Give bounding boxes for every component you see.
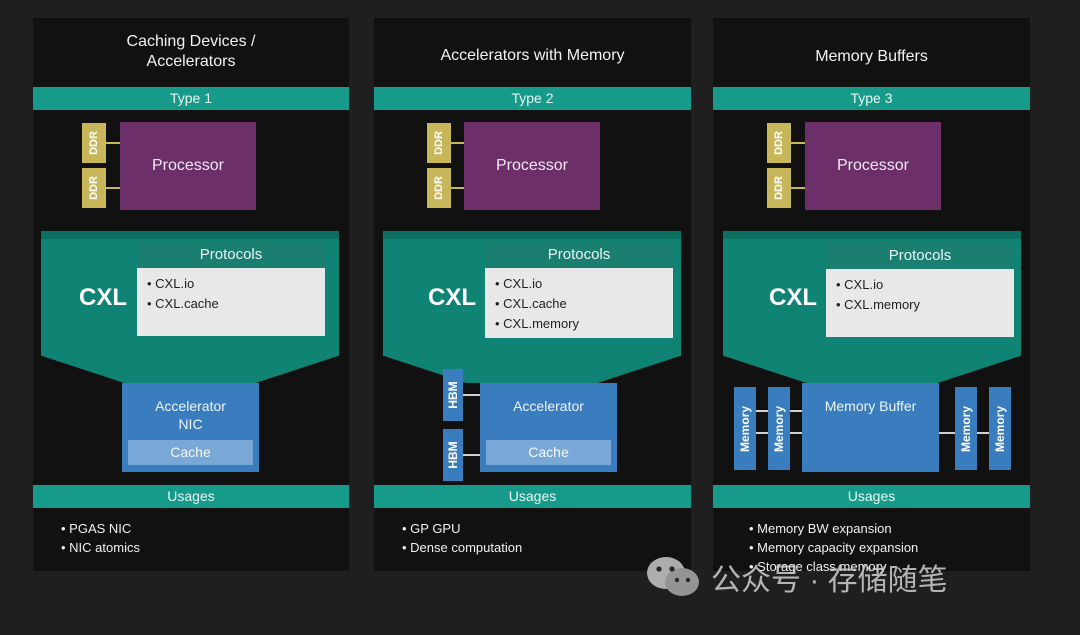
memory-module: Memory [989,387,1011,470]
cxl-label: CXL [79,284,127,311]
device-name: Accelerator [513,398,584,414]
type3-label: Type 3 [713,87,1030,110]
type3-panel: Memory Buffers Type 3 DDR DDR Processor … [713,18,1030,574]
type2-title: Accelerators with Memory [440,47,625,64]
protocol-item: • CXL.cache [495,296,567,311]
ddr-label: DDR [433,176,445,200]
type3-title: Memory Buffers [815,48,928,65]
cxl-label: CXL [428,284,476,311]
memory-connector [756,432,768,434]
processor-block: Processor [805,122,941,210]
usages-list: • Memory BW expansion • Memory capacity … [749,519,918,576]
ddr-label: DDR [773,176,785,200]
usages-list: • GP GPU • Dense computation [402,519,522,557]
device-name-line2: NIC [178,416,203,432]
memory-module: Memory [955,387,977,470]
memory-label: Memory [738,405,752,452]
protocol-item: • CXL.io [147,276,195,291]
ddr-label: DDR [88,131,100,155]
protocol-item: • CXL.memory [836,297,921,312]
usage-item: • Dense computation [402,540,523,555]
ddr-label: DDR [433,131,445,155]
usage-item: • Storage class memory [749,559,887,574]
type1-panel: Caching Devices / Accelerators Type 1 DD… [33,18,349,571]
memory-connector [939,432,955,434]
hbm-label: HBM [446,381,460,409]
ddr-connector [106,142,120,144]
usage-item: • PGAS NIC [61,521,132,536]
wechat-icon [647,557,699,596]
hbm-module: HBM [443,429,463,481]
ddr-module: DDR [767,168,791,208]
ddr-module: DDR [82,168,106,208]
watermark: 公众号 · 存储随笔 [645,554,948,600]
usage-item: • Memory capacity expansion [749,540,919,555]
ddr-module: DDR [767,123,791,163]
protocols-header: Protocols [826,242,1014,269]
ddr-connector [451,142,464,144]
usages-label: Usages [713,485,1030,508]
usage-item: • GP GPU [402,521,461,536]
type1-label: Type 1 [33,87,349,110]
memory-label: Memory [993,405,1007,452]
protocols-header: Protocols [137,241,325,268]
memory-connector [977,432,989,434]
ddr-module: DDR [82,123,106,163]
hbm-module: HBM [443,369,463,421]
type1-title-line1: Caching Devices / [126,33,256,50]
memory-buffer-block: Memory Buffer [802,383,939,472]
memory-connector [756,410,768,412]
watermark-text: 公众号 · 存储随笔 [711,564,948,597]
type2-label: Type 2 [374,87,691,110]
memory-connector [790,432,802,434]
protocols-box: Protocols • CXL.io • CXL.cache • CXL.mem… [485,241,673,338]
hbm-connector [463,454,480,456]
usages-label: Usages [33,485,349,508]
protocol-item: • CXL.cache [147,296,219,311]
ddr-module: DDR [427,168,451,208]
usages-label: Usages [374,485,691,508]
processor-block: Processor [464,122,600,210]
memory-module: Memory [768,387,790,470]
processor-block: Processor [120,122,256,210]
cxl-label: CXL [769,284,817,311]
cache-block: Cache [128,440,253,465]
protocol-item: • CXL.io [495,276,543,291]
memory-module: Memory [734,387,756,470]
device-name-line1: Accelerator [155,398,226,414]
type2-panel: Accelerators with Memory Type 2 DDR DDR … [374,18,691,571]
protocols-list: • CXL.io • CXL.memory [826,269,1014,315]
ddr-connector [791,142,805,144]
device-name: Memory Buffer [824,398,917,414]
cache-block: Cache [486,440,611,465]
hbm-label: HBM [446,441,460,469]
usage-item: • Memory BW expansion [749,521,892,536]
ddr-connector [451,187,464,189]
ddr-label: DDR [88,176,100,200]
type1-title: Caching Devices / Accelerators [33,32,349,72]
type1-title-line2: Accelerators [146,53,236,70]
ddr-connector [791,187,805,189]
ddr-module: DDR [427,123,451,163]
usage-item: • NIC atomics [61,540,140,555]
ddr-label: DDR [773,131,785,155]
protocols-header: Protocols [485,241,673,268]
protocols-list: • CXL.io • CXL.cache [137,268,325,314]
hbm-connector [463,394,480,396]
memory-connector [790,410,802,412]
usages-list: • PGAS NIC • NIC atomics [61,519,140,557]
protocols-box: Protocols • CXL.io • CXL.memory [826,242,1014,337]
protocol-item: • CXL.memory [495,316,580,331]
protocols-box: Protocols • CXL.io • CXL.cache [137,241,325,336]
device-name: Accelerator NIC [122,397,259,433]
memory-label: Memory [959,405,973,452]
ddr-connector [106,187,120,189]
protocol-item: • CXL.io [836,277,884,292]
protocols-list: • CXL.io • CXL.cache • CXL.memory [485,268,673,334]
memory-label: Memory [772,405,786,452]
